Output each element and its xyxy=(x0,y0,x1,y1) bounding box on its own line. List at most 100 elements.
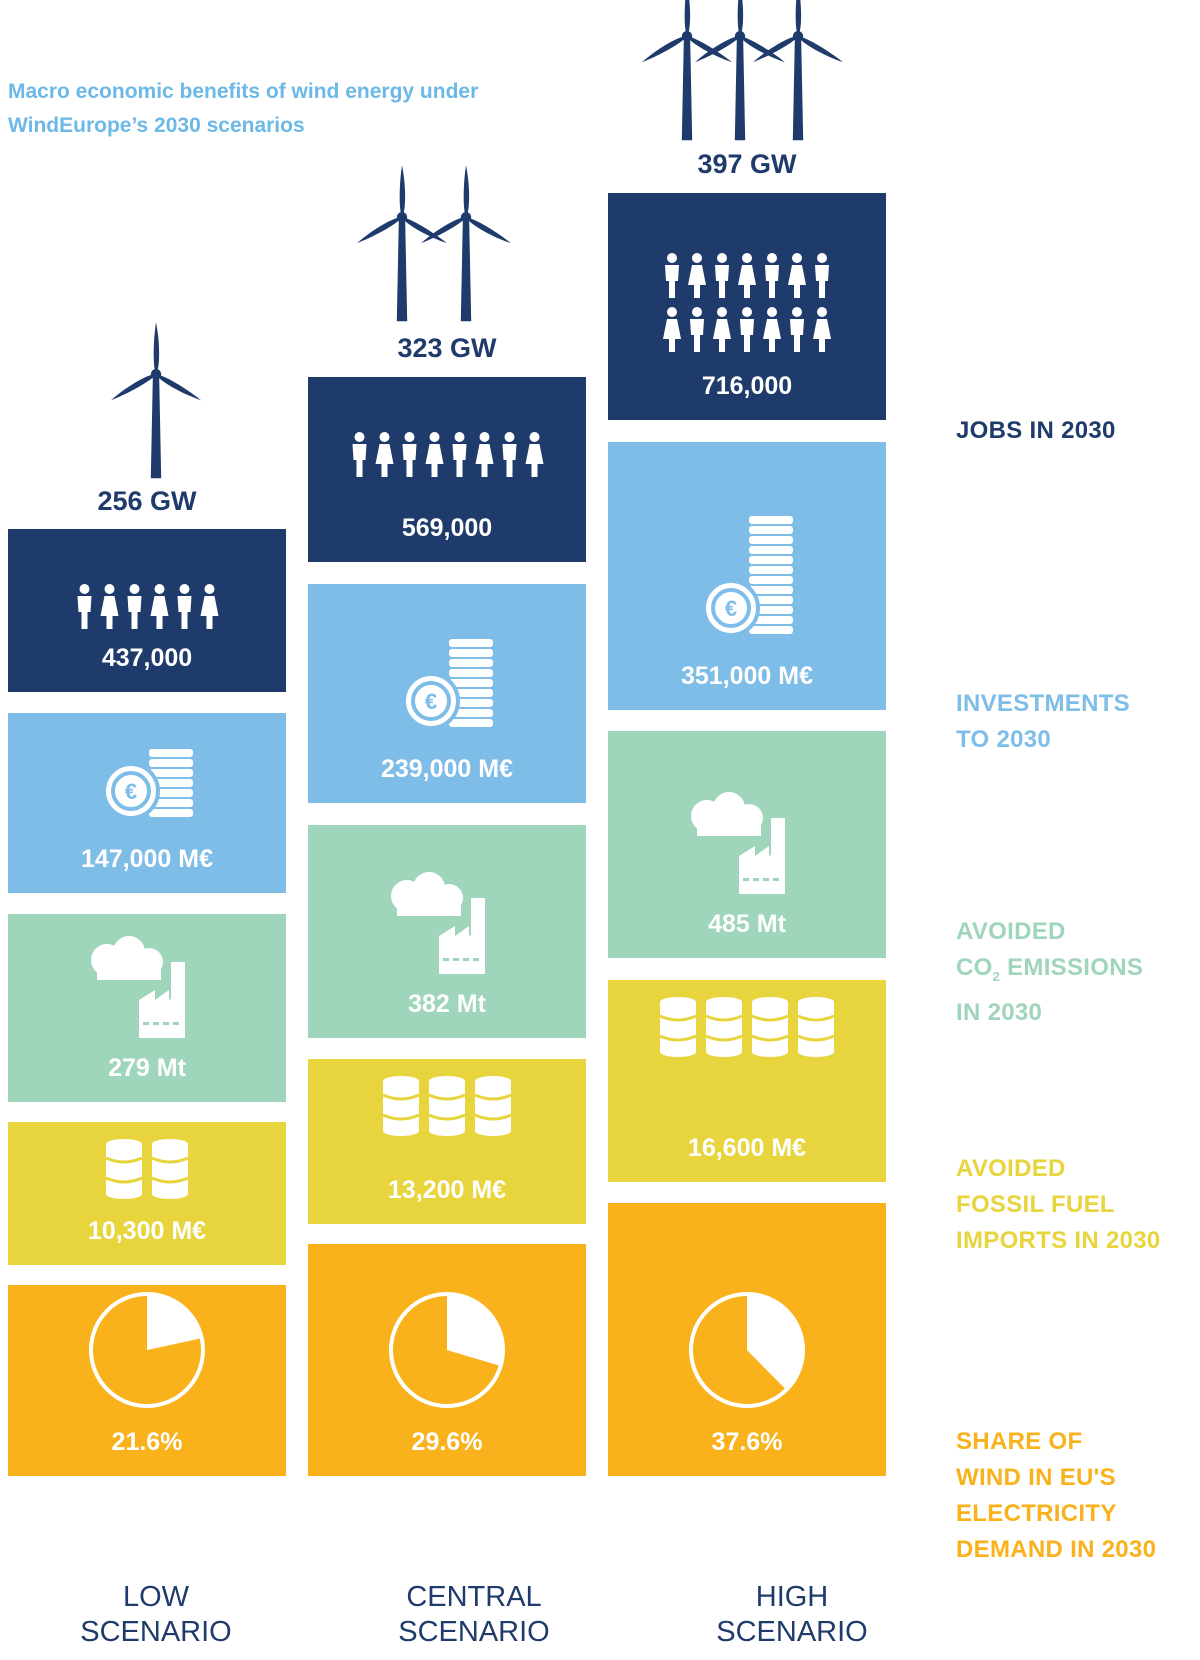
smoke-base xyxy=(397,896,461,916)
factory-window xyxy=(163,1022,169,1025)
barrel-body xyxy=(752,1002,788,1052)
barrel-ring xyxy=(474,1093,512,1101)
capacity-label: 256 GW xyxy=(97,486,197,516)
person-head xyxy=(692,307,702,317)
person-icon xyxy=(375,432,394,477)
person-icon xyxy=(200,584,219,629)
person-body xyxy=(738,265,756,298)
person-body xyxy=(402,444,417,477)
coin xyxy=(149,759,193,767)
imports-value-label: 16,600 M€ xyxy=(688,1134,806,1162)
barrel-body xyxy=(475,1081,511,1131)
turbine-blade xyxy=(463,165,470,218)
legend-emissions: AVOIDED CO2 EMISSIONS IN 2030 xyxy=(956,914,1143,1031)
jobs-box xyxy=(308,377,586,562)
factory-window xyxy=(173,1022,179,1025)
turbine-tower xyxy=(734,36,746,141)
jobs-value-label: 716,000 xyxy=(702,372,792,400)
person-head xyxy=(742,253,752,263)
barrel-ring xyxy=(105,1156,143,1164)
person-head xyxy=(792,253,802,263)
coin xyxy=(749,536,793,544)
person-head xyxy=(817,253,827,263)
person-body xyxy=(763,319,781,352)
pie-wind-slice xyxy=(147,1296,200,1350)
person-body xyxy=(788,265,806,298)
person-head xyxy=(354,432,365,442)
turbine-blade xyxy=(156,374,202,401)
person-body xyxy=(663,319,681,352)
barrel-bottom xyxy=(429,1126,465,1136)
barrel-top xyxy=(475,1076,511,1086)
factory-window xyxy=(443,958,449,961)
barrel-body xyxy=(106,1144,142,1194)
scenario-label-central: CENTRAL SCENARIO xyxy=(324,1580,624,1650)
barrel-ring xyxy=(797,1034,835,1042)
turbine-blade xyxy=(795,0,802,37)
factory-window xyxy=(743,878,749,881)
legend-emissions-line: CO2 EMISSIONS xyxy=(956,954,1144,984)
person-head xyxy=(742,307,752,317)
factory-building xyxy=(139,990,185,1038)
scenario-label-line: SCENARIO xyxy=(398,1616,550,1648)
turbine-blade xyxy=(402,217,448,244)
investments-value-label: 351,000 M€ xyxy=(681,662,813,690)
capacity-label: 323 GW xyxy=(397,333,497,363)
barrel-top xyxy=(152,1139,188,1149)
person-head xyxy=(154,584,165,594)
legend-share-line: ELECTRICITY xyxy=(956,1500,1117,1527)
legend-imports-line: IMPORTS IN 2030 xyxy=(956,1227,1161,1254)
imports-value-label: 13,200 M€ xyxy=(388,1176,506,1204)
oil-barrel-icon xyxy=(659,997,697,1057)
person-icon xyxy=(738,253,756,298)
turbine-blade xyxy=(110,374,156,401)
turbine-blade xyxy=(694,36,740,63)
oil-barrel-icon xyxy=(797,997,835,1057)
legend-emissions-line: IN 2030 xyxy=(956,998,1043,1026)
person-icon xyxy=(813,307,831,352)
factory-window xyxy=(473,958,479,961)
barrel-ring xyxy=(151,1176,189,1184)
legend-share-line: DEMAND IN 2030 xyxy=(956,1536,1157,1563)
coin xyxy=(449,639,493,647)
euro-symbol: € xyxy=(425,689,437,714)
turbine-blade xyxy=(684,0,691,37)
legend-imports-line: FOSSIL FUEL xyxy=(956,1191,1115,1218)
person-icon xyxy=(688,253,706,298)
euro-symbol: € xyxy=(725,596,737,621)
person-head xyxy=(429,432,440,442)
factory-window xyxy=(143,1022,149,1025)
legend-jobs-line: JOBS IN 2030 xyxy=(956,417,1116,444)
title-line-2: WindEurope’s 2030 scenarios xyxy=(8,114,305,137)
factory-window xyxy=(463,958,469,961)
investments-box xyxy=(608,442,886,710)
smoke-base xyxy=(697,816,761,836)
factory-icon xyxy=(391,872,485,974)
person-icon xyxy=(475,432,494,477)
person-body xyxy=(813,319,831,352)
coin xyxy=(749,586,793,594)
euro-coins-icon: € xyxy=(402,639,493,730)
barrel-ring xyxy=(797,1014,835,1022)
barrel-bottom xyxy=(152,1189,188,1199)
barrel-ring xyxy=(751,1034,789,1042)
barrel-body xyxy=(798,1002,834,1052)
barrel-body xyxy=(152,1144,188,1194)
turbine-blade xyxy=(740,36,786,63)
person-head xyxy=(667,253,677,263)
barrel-top xyxy=(798,997,834,1007)
oil-barrel-icon xyxy=(428,1076,466,1136)
person-head xyxy=(504,432,515,442)
investments-value-label: 147,000 M€ xyxy=(81,845,213,873)
person-icon xyxy=(815,253,829,298)
barrel-top xyxy=(106,1139,142,1149)
legend-share: SHARE OF WIND IN EU'S ELECTRICITY DEMAND… xyxy=(956,1424,1156,1568)
legend-imports: AVOIDED FOSSIL FUEL IMPORTS IN 2030 xyxy=(956,1151,1161,1259)
barrel-ring xyxy=(382,1093,420,1101)
coin xyxy=(449,689,493,697)
person-icon xyxy=(765,253,779,298)
person-icon xyxy=(525,432,544,477)
euro-coins-icon: € xyxy=(102,749,193,820)
wind-turbine-icon xyxy=(752,0,844,141)
